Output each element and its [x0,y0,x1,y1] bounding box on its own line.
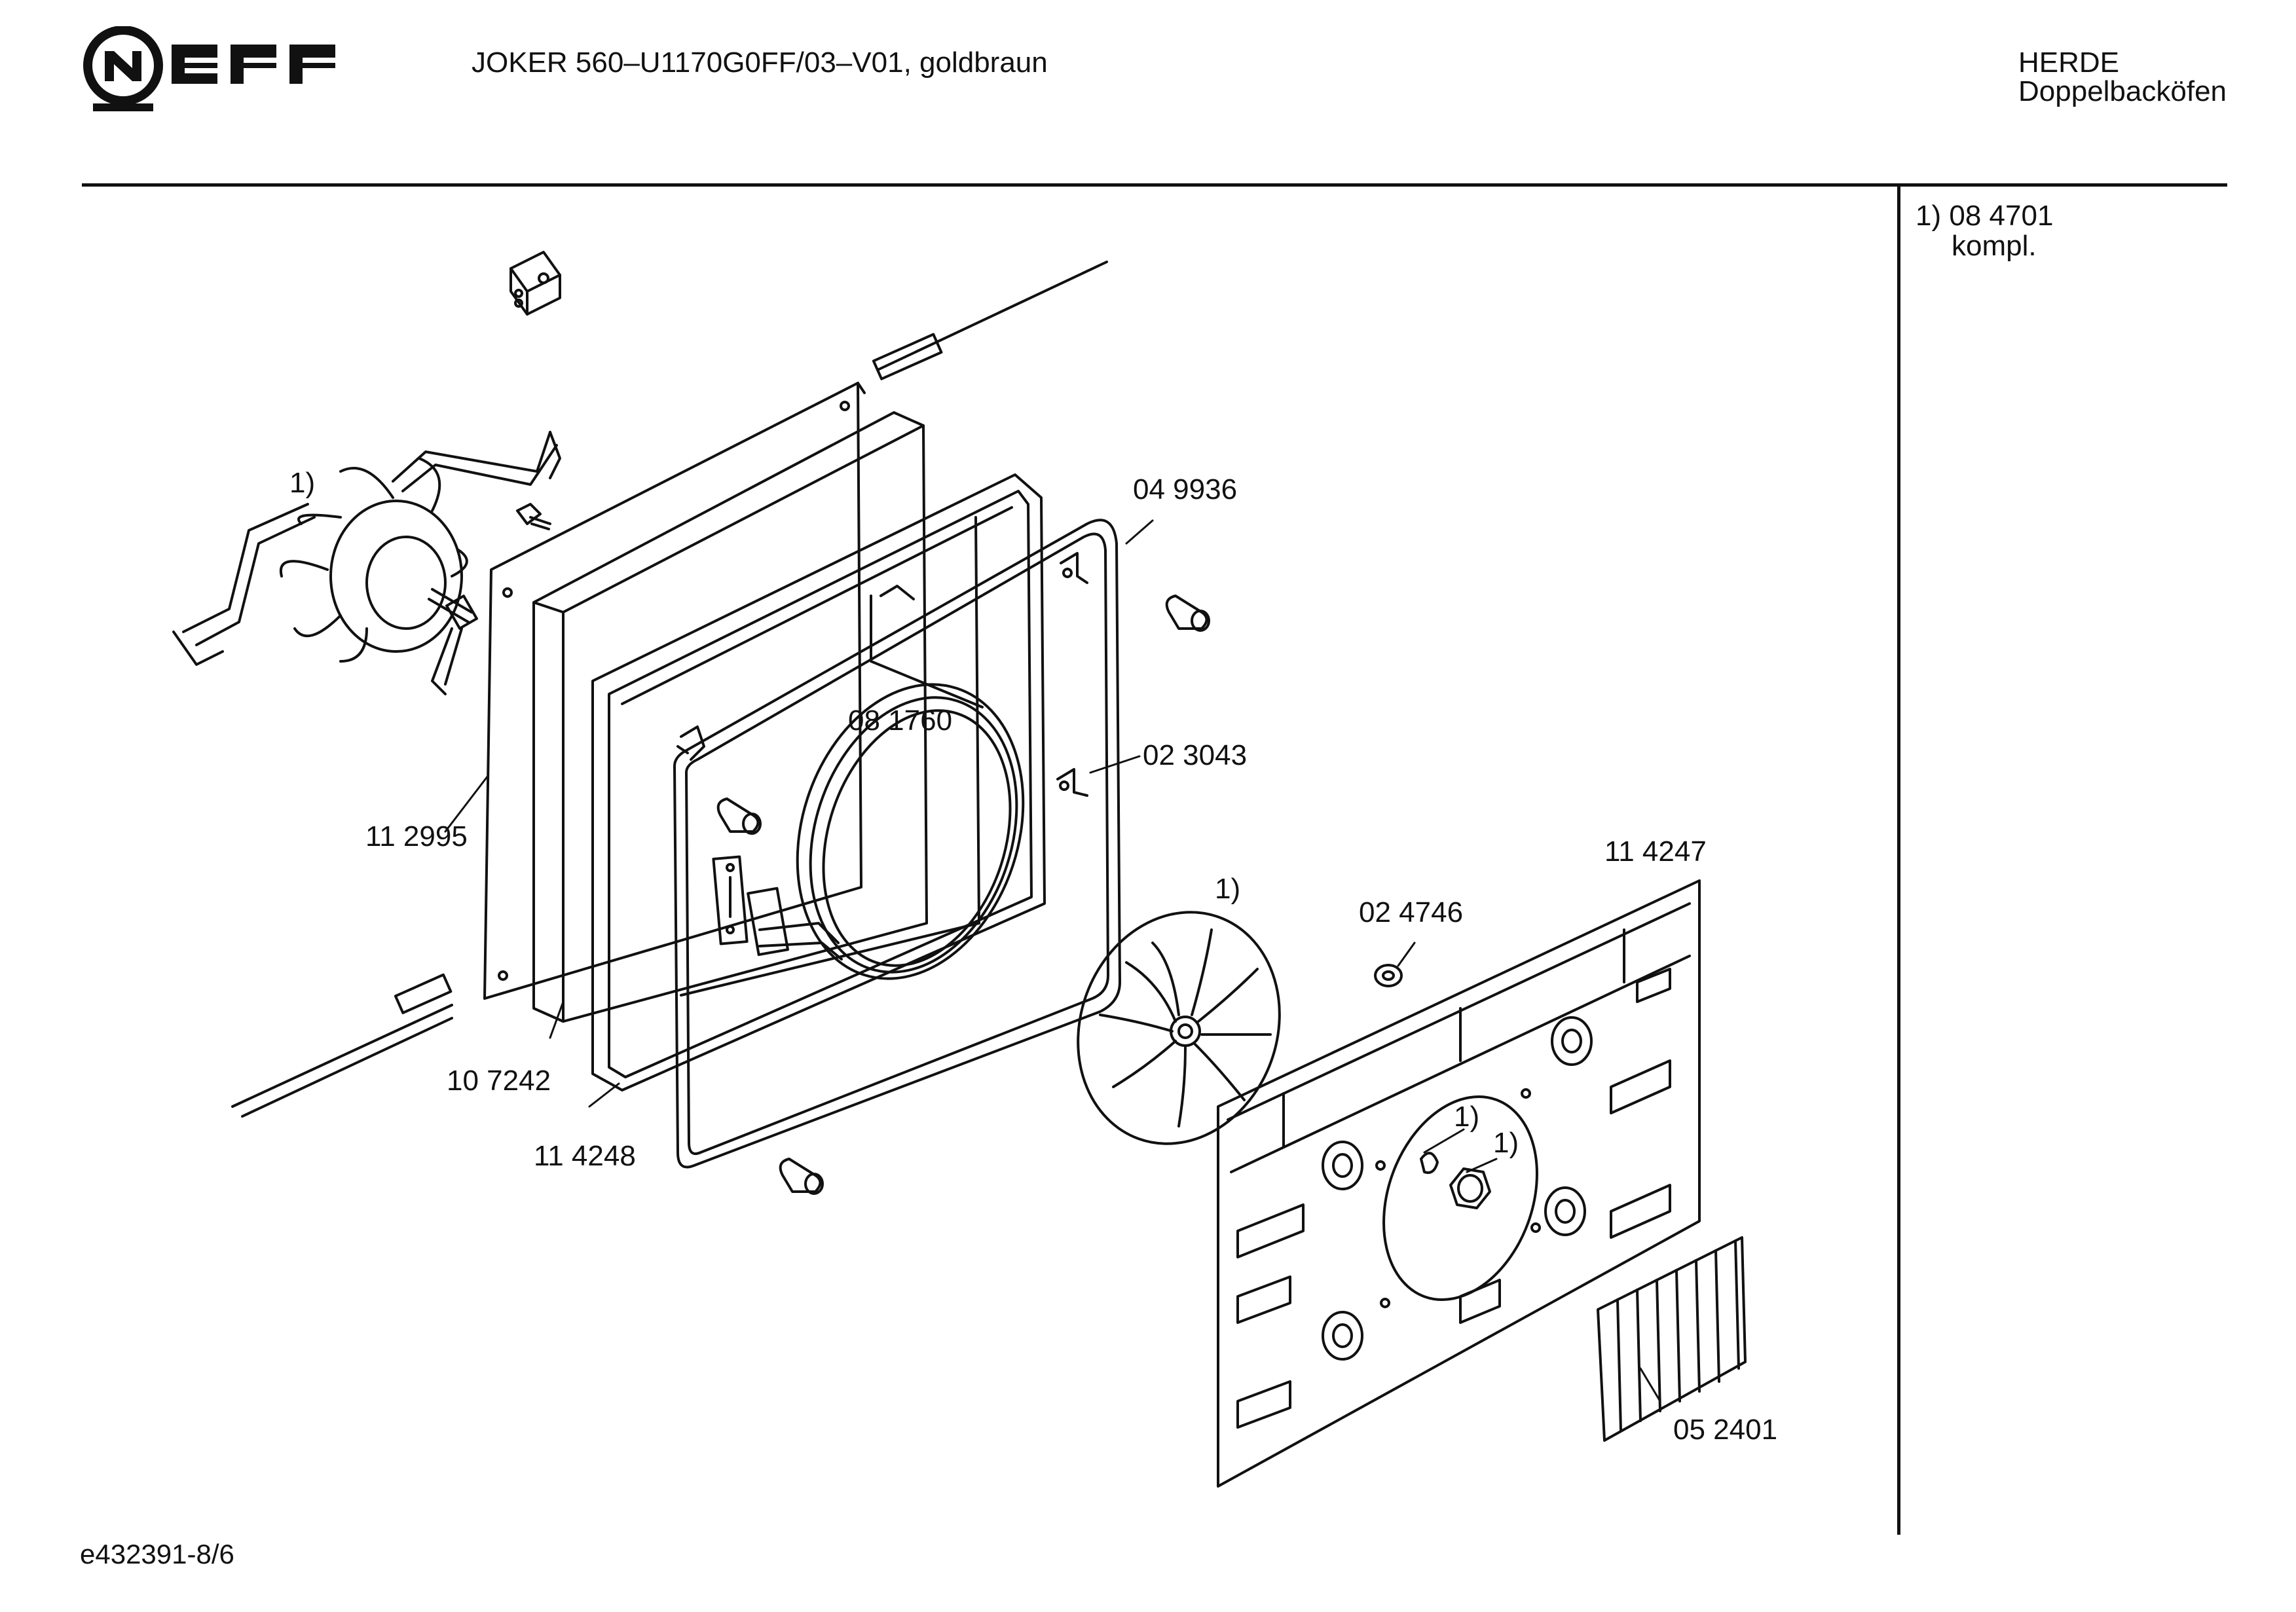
bracket-left [676,585,915,761]
nut [1374,964,1403,987]
back-plate [483,382,866,1000]
top-rail [872,261,1108,380]
label-hub-ref-a: 1) [1454,1101,1479,1133]
heating-element [712,683,1025,980]
screw [516,503,551,530]
neff-logo [83,26,335,111]
bracket-lower [1056,768,1088,797]
leader-lines [444,519,1661,1402]
insulation [532,411,928,1023]
label-back-plate: 11 2995 [365,820,468,852]
side-note-part: 1) 08 4701 [1916,200,2053,232]
label-nut: 02 4746 [1359,896,1463,928]
label-bracket: 02 3043 [1143,739,1247,771]
pin-bottom [779,1158,824,1195]
gasket [673,519,1121,1169]
category-line-2: Doppelbacköfen [2018,75,2227,107]
label-cover-panel: 11 4247 [1604,835,1707,868]
label-grille: 05 2401 [1673,1414,1777,1446]
fan-motor [172,431,561,695]
pin-left [716,797,762,835]
side-note-desc: kompl. [1952,230,2037,262]
bracket-upper [1060,552,1088,584]
label-fan-motor-ref: 1) [289,467,315,499]
drawing-code: e432391-8/6 [80,1539,234,1569]
label-gasket: 04 9936 [1133,473,1237,505]
label-fan-wheel-ref: 1) [1215,873,1240,905]
category-line-1: HERDE [2018,46,2120,79]
model-title: JOKER 560–U1170G0FF/03–V01, goldbraun [472,46,1048,79]
fan-wheel [1077,911,1281,1145]
label-housing: 11 4248 [534,1140,636,1172]
cover-panel [1217,879,1701,1488]
label-insulation: 10 7242 [447,1065,551,1097]
side-divider [1897,185,1900,1535]
bottom-rail [231,973,453,1118]
pin-right [1165,595,1210,632]
grille [1597,1236,1747,1442]
terminal-block [509,251,561,316]
side-note-part-number: 08 4701 [1949,200,2054,232]
housing [591,473,1046,1091]
label-hub-ref-b: 1) [1493,1127,1519,1159]
label-heating-element: 08 1760 [848,705,952,737]
side-note-ref: 1) [1916,200,1942,232]
header-divider [82,183,2227,187]
